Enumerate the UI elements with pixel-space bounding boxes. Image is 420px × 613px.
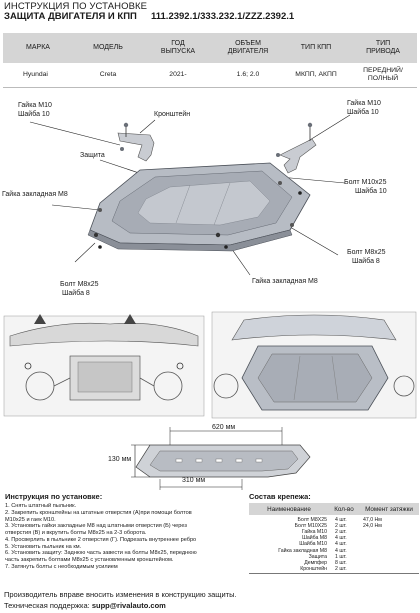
cell-brand: Hyundai [23,71,48,78]
instruction-step: М10х25 и гаек М10. [5,516,56,523]
kit-row: Болт М10Х25 2 шт. 24,0 Нм [294,523,382,530]
callout-nut-m10-right: Гайка М10 [347,100,381,107]
kit-row: Шайба М8 4 шт. [302,535,347,542]
vehicle-table: МАРКА МОДЕЛЬ ГОД ВЫПУСКА ОБЪЕМ ДВИГАТЕЛЯ… [3,33,417,88]
left-bracket [117,122,155,162]
header-drive: ТИП ПРИВОДА [366,40,400,55]
kit-row: Гайка закладная М8 4 шт. [278,547,347,554]
engine-bay-view [3,314,205,417]
callout-washer10-bolt: Шайба 10 [355,188,387,195]
footer-disclaimer: Производитель вправе вносить изменения в… [4,590,237,599]
header-gearbox: ТИП КПП [300,44,332,51]
callout-bracket: Кронштейн [154,111,191,118]
footer-support: Техническая поддержка: supp@rivalauto.co… [4,601,166,610]
callout-washer8-left: Шайба 8 [62,290,90,297]
support-email[interactable]: supp@rivalauto.com [91,601,166,610]
kit-header-torque: Момент затяжки [365,505,413,513]
cell-engine: 1.6; 2.0 [236,71,260,78]
right-bracket [276,122,317,174]
instructions-list: 1. Снять штатный пыльник. 2. Закрепить к… [5,503,245,571]
callout-bolt-m10x25: Болт М10х25 [344,179,387,186]
header-engine: ОБЪЕМ ДВИГАТЕЛЯ [227,40,269,55]
callout-washer10-left: Шайба 10 [18,111,50,118]
product-title: ЗАЩИТА ДВИГАТЕЛЯ И КПП [4,11,137,22]
exploded-assembly-drawing [29,114,351,276]
header-year: ГОД ВЫПУСКА [160,40,196,55]
dimension-drawing [131,427,311,490]
callout-bolt-m8x25-right: Болт М8х25 [347,249,386,256]
instructions-title: Инструкция по установке: [5,492,103,501]
callout-guard: Защита [80,152,105,159]
kit-row: Шайба М10 4 шт. [299,541,347,548]
installed-guard-view [211,311,417,419]
product-codes: 111.2392.1/333.232.1/ZZZ.2392.1 [151,11,295,22]
kit-table-header: Наименование Кол-во Момент затяжки [249,503,419,515]
cell-gearbox: МКПП, АКПП [295,71,337,78]
header-model: МОДЕЛЬ [93,44,123,51]
instruction-step: 2. Закрепить кронштейны на штатные отвер… [5,509,192,516]
callout-nut-m10-left: Гайка М10 [18,102,52,109]
kit-title: Состав крепежа: [249,492,311,501]
kit-header-name: Наименование [267,505,311,513]
instruction-step: 7. Затянуть болты с необходимым усилием [5,563,118,570]
kit-row: Кронштейн 2 шт. [300,565,347,572]
underbody-views [3,311,417,419]
support-label: Техническая поддержка: [4,601,90,610]
cell-model: Creta [99,71,117,78]
callout-washer8-right: Шайба 8 [352,258,380,265]
instruction-step: 4. Просверлить в пыльнике 2 отверстия (Г… [5,536,197,543]
kit-row: Болт М8Х25 4 шт. 47,0 Нм [297,517,382,523]
instruction-step: 3. Установить гайки закладные М8 над шта… [5,523,187,530]
kit-row: Демпфер 8 шт. [304,559,347,566]
dimension-width-bottom: 310 мм [182,477,206,484]
callout-embedded-nut-bottom: Гайка закладная М8 [252,278,318,285]
cell-year: 2021- [169,71,187,78]
instruction-step: 1. Снять штатный пыльник. [5,503,77,509]
callout-bolt-m8x25-left: Болт М8х25 [60,281,99,288]
dimension-width-top: 620 мм [212,424,236,431]
vehicle-table-header: МАРКА МОДЕЛЬ ГОД ВЫПУСКА ОБЪЕМ ДВИГАТЕЛЯ… [3,33,417,63]
cell-drive: ПЕРЕДНИЙ/ПОЛНЫЙ [363,67,403,82]
dimension-height: 130 мм [108,456,132,463]
kit-header-qty: Кол-во [334,505,354,513]
instruction-step: часть закрепить болтами М8х25 с установл… [5,557,174,563]
vehicle-table-row: Hyundai Creta 2021- 1.6; 2.0 МКПП, АКПП … [3,63,417,88]
document-title: ИНСТРУКЦИЯ ПО УСТАНОВКЕ [4,1,148,12]
kit-table-bottom-rule [249,573,419,574]
kit-row: Гайка М10 2 шт. [301,529,347,536]
instruction-step: 6. Установить защиту: Заднюю часть завес… [5,550,197,557]
callout-washer10-right: Шайба 10 [347,109,379,116]
kit-row: Защита 1 шт. [308,553,347,560]
instruction-step: отверстия (В) и вкрутить болты М8х25 на … [5,530,147,536]
header-brand: МАРКА [26,44,50,51]
callout-embedded-nut-left: Гайка закладная М8 [2,191,68,198]
instruction-step: 5. Установить пыльник на км. [5,543,82,550]
skid-plate [87,162,311,252]
